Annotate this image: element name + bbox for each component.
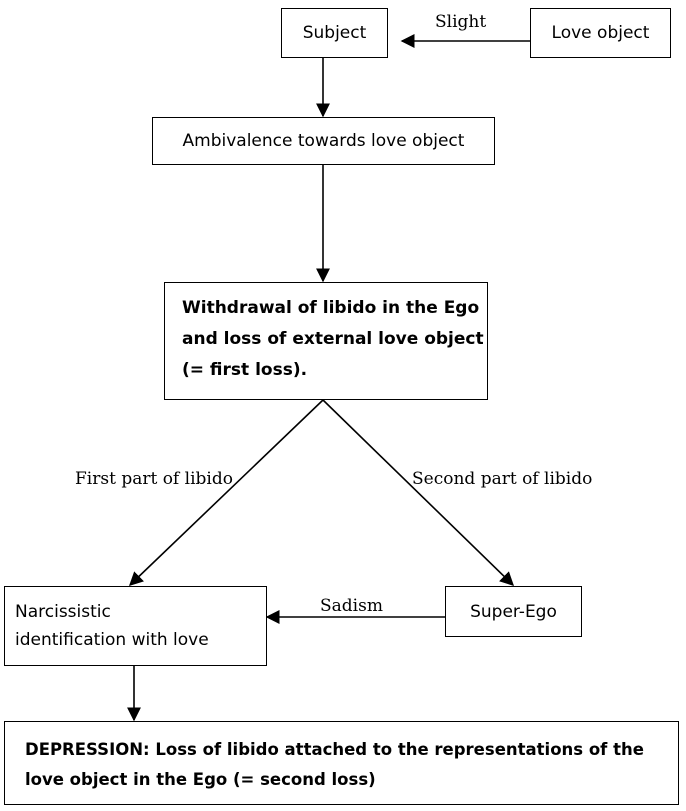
withdrawal-box: Withdrawal of libido in the Ego and loss… bbox=[164, 282, 488, 400]
subject-label: Subject bbox=[302, 23, 367, 43]
first-part-label: First part of libido bbox=[75, 469, 233, 489]
depression-text-1: Loss of libido attached to the represent… bbox=[149, 740, 644, 759]
ambivalence-label: Ambivalence towards love object bbox=[182, 131, 465, 151]
withdrawal-line-1: Withdrawal of libido in the Ego bbox=[182, 298, 480, 318]
ambivalence-box: Ambivalence towards love object bbox=[152, 117, 495, 165]
superego-label: Super-Ego bbox=[470, 601, 557, 622]
slight-label: Slight bbox=[435, 12, 487, 32]
superego-box: Super-Ego bbox=[445, 586, 582, 637]
arrow-withdrawal-to-narcissistic bbox=[128, 399, 324, 586]
arrow-withdrawal-to-superego bbox=[322, 399, 515, 586]
sadism-label: Sadism bbox=[320, 596, 383, 616]
narcissistic-box: Narcissistic identification with love bbox=[4, 586, 267, 666]
second-part-label: Second part of libido bbox=[412, 469, 593, 489]
subject-box: Subject bbox=[281, 8, 388, 58]
love-object-label: Love object bbox=[551, 23, 650, 43]
narcissistic-line-1: Narcissistic bbox=[15, 602, 111, 622]
love-object-box: Love object bbox=[530, 8, 671, 58]
narcissistic-line-2: identification with love bbox=[15, 630, 209, 650]
depression-heading: DEPRESSION: bbox=[25, 740, 150, 759]
withdrawal-line-2: and loss of external love object bbox=[182, 329, 484, 349]
depression-text-2: love object in the Ego (= second loss) bbox=[25, 770, 376, 789]
depression-line-1: DEPRESSION: Loss of libido attached to t… bbox=[25, 735, 678, 765]
withdrawal-line-3: (= first loss). bbox=[182, 360, 308, 380]
depression-box: DEPRESSION: Loss of libido attached to t… bbox=[4, 721, 679, 805]
